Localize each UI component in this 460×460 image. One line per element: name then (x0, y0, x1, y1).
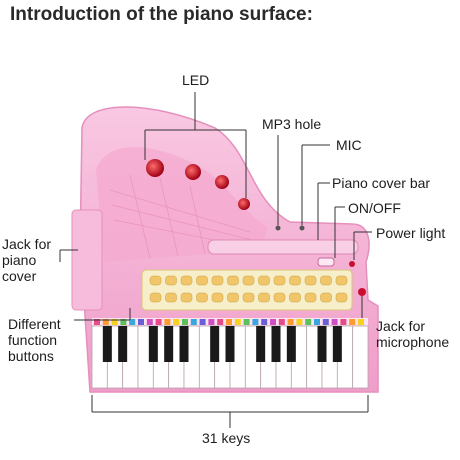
key-color-tab (199, 319, 206, 325)
mp3-hole-label: MP3 hole (262, 116, 322, 132)
key-color-tab (252, 319, 259, 325)
function-button (335, 275, 348, 286)
led-label: LED (182, 72, 210, 88)
key-color-tab (314, 319, 320, 325)
function-button (289, 275, 301, 286)
key-color-tab (182, 319, 188, 325)
black-key (271, 326, 281, 362)
function-button (149, 275, 162, 286)
black-key (164, 326, 174, 362)
function-buttons-label: Different function buttons (8, 316, 61, 364)
key-color-tab (173, 319, 180, 325)
key-color-tab (261, 319, 268, 325)
key-color-tab (226, 319, 232, 325)
key-color-tab (155, 319, 162, 325)
key-color-tab (243, 319, 250, 325)
key-color-tab (305, 319, 312, 325)
key-color-tab (102, 319, 109, 325)
function-button (242, 292, 255, 303)
annotation-lines (59, 92, 372, 428)
piano-cover (71, 209, 103, 311)
key-color-tab (146, 319, 153, 325)
function-button (258, 292, 270, 303)
black-key (286, 326, 296, 362)
key-color-tab (234, 319, 241, 325)
microphone-jack (358, 288, 366, 296)
black-key (148, 326, 158, 362)
function-button (211, 292, 224, 303)
black-key (118, 326, 128, 362)
key-color-tab (190, 319, 197, 325)
key-color-tab (296, 319, 303, 325)
led-icon (146, 159, 164, 177)
function-button (258, 275, 270, 286)
mic-hole (299, 225, 305, 231)
key-color-tab (129, 319, 136, 325)
function-button (180, 275, 193, 286)
led-icon (185, 164, 201, 180)
key-color-tab (111, 319, 118, 325)
key-color-tab (138, 319, 144, 325)
function-button (149, 292, 162, 303)
key-color-tab (164, 319, 171, 325)
key-color-tab (349, 319, 356, 325)
function-button (227, 292, 239, 303)
key-color-tab (208, 319, 215, 325)
function-button (227, 275, 239, 286)
jack-cover-label: Jack for piano cover (2, 236, 52, 284)
black-key (210, 326, 220, 362)
black-key (317, 326, 327, 362)
key-color-tab (217, 319, 224, 325)
key-color-tab (94, 319, 100, 325)
on-off-switch (317, 257, 335, 267)
led-icon (215, 175, 229, 189)
power-light-label: Power light (376, 225, 446, 241)
keys-label: 31 keys (202, 430, 251, 446)
function-button (165, 275, 177, 286)
key-color-tab (358, 319, 364, 325)
function-button (242, 275, 255, 286)
key-color-tab (278, 319, 285, 325)
function-button (180, 292, 193, 303)
function-button (320, 275, 332, 286)
function-button (196, 292, 208, 303)
white-key (352, 325, 369, 389)
black-key (102, 326, 112, 362)
function-button (211, 275, 224, 286)
power-light (349, 261, 355, 267)
black-key (225, 326, 235, 362)
black-key (332, 326, 342, 362)
key-color-tab (287, 319, 294, 325)
key-color-tab (331, 319, 338, 325)
function-button (335, 292, 348, 303)
sound-board-strings (109, 174, 255, 259)
mic-label: MIC (336, 137, 362, 153)
black-key (179, 326, 189, 362)
key-color-tab (270, 319, 276, 325)
function-button (196, 275, 208, 286)
function-button (273, 292, 286, 303)
led-icon (238, 198, 250, 210)
mp3-hole (275, 225, 281, 231)
function-button (320, 292, 332, 303)
piano-cover-bar (207, 239, 359, 255)
jack-microphone-label: Jack for microphone (376, 318, 450, 350)
key-color-tab (340, 319, 347, 325)
on-off-label: ON/OFF (348, 200, 401, 216)
key-color-tab (322, 319, 329, 325)
figure-title: Introduction of the piano surface: (10, 4, 313, 25)
function-button (165, 292, 177, 303)
black-key (256, 326, 266, 362)
piano-cover-bar-label: Piano cover bar (332, 175, 431, 191)
function-button (304, 292, 317, 303)
function-button (304, 275, 317, 286)
function-button (273, 275, 286, 286)
function-button (289, 292, 301, 303)
key-color-tab (120, 319, 127, 325)
